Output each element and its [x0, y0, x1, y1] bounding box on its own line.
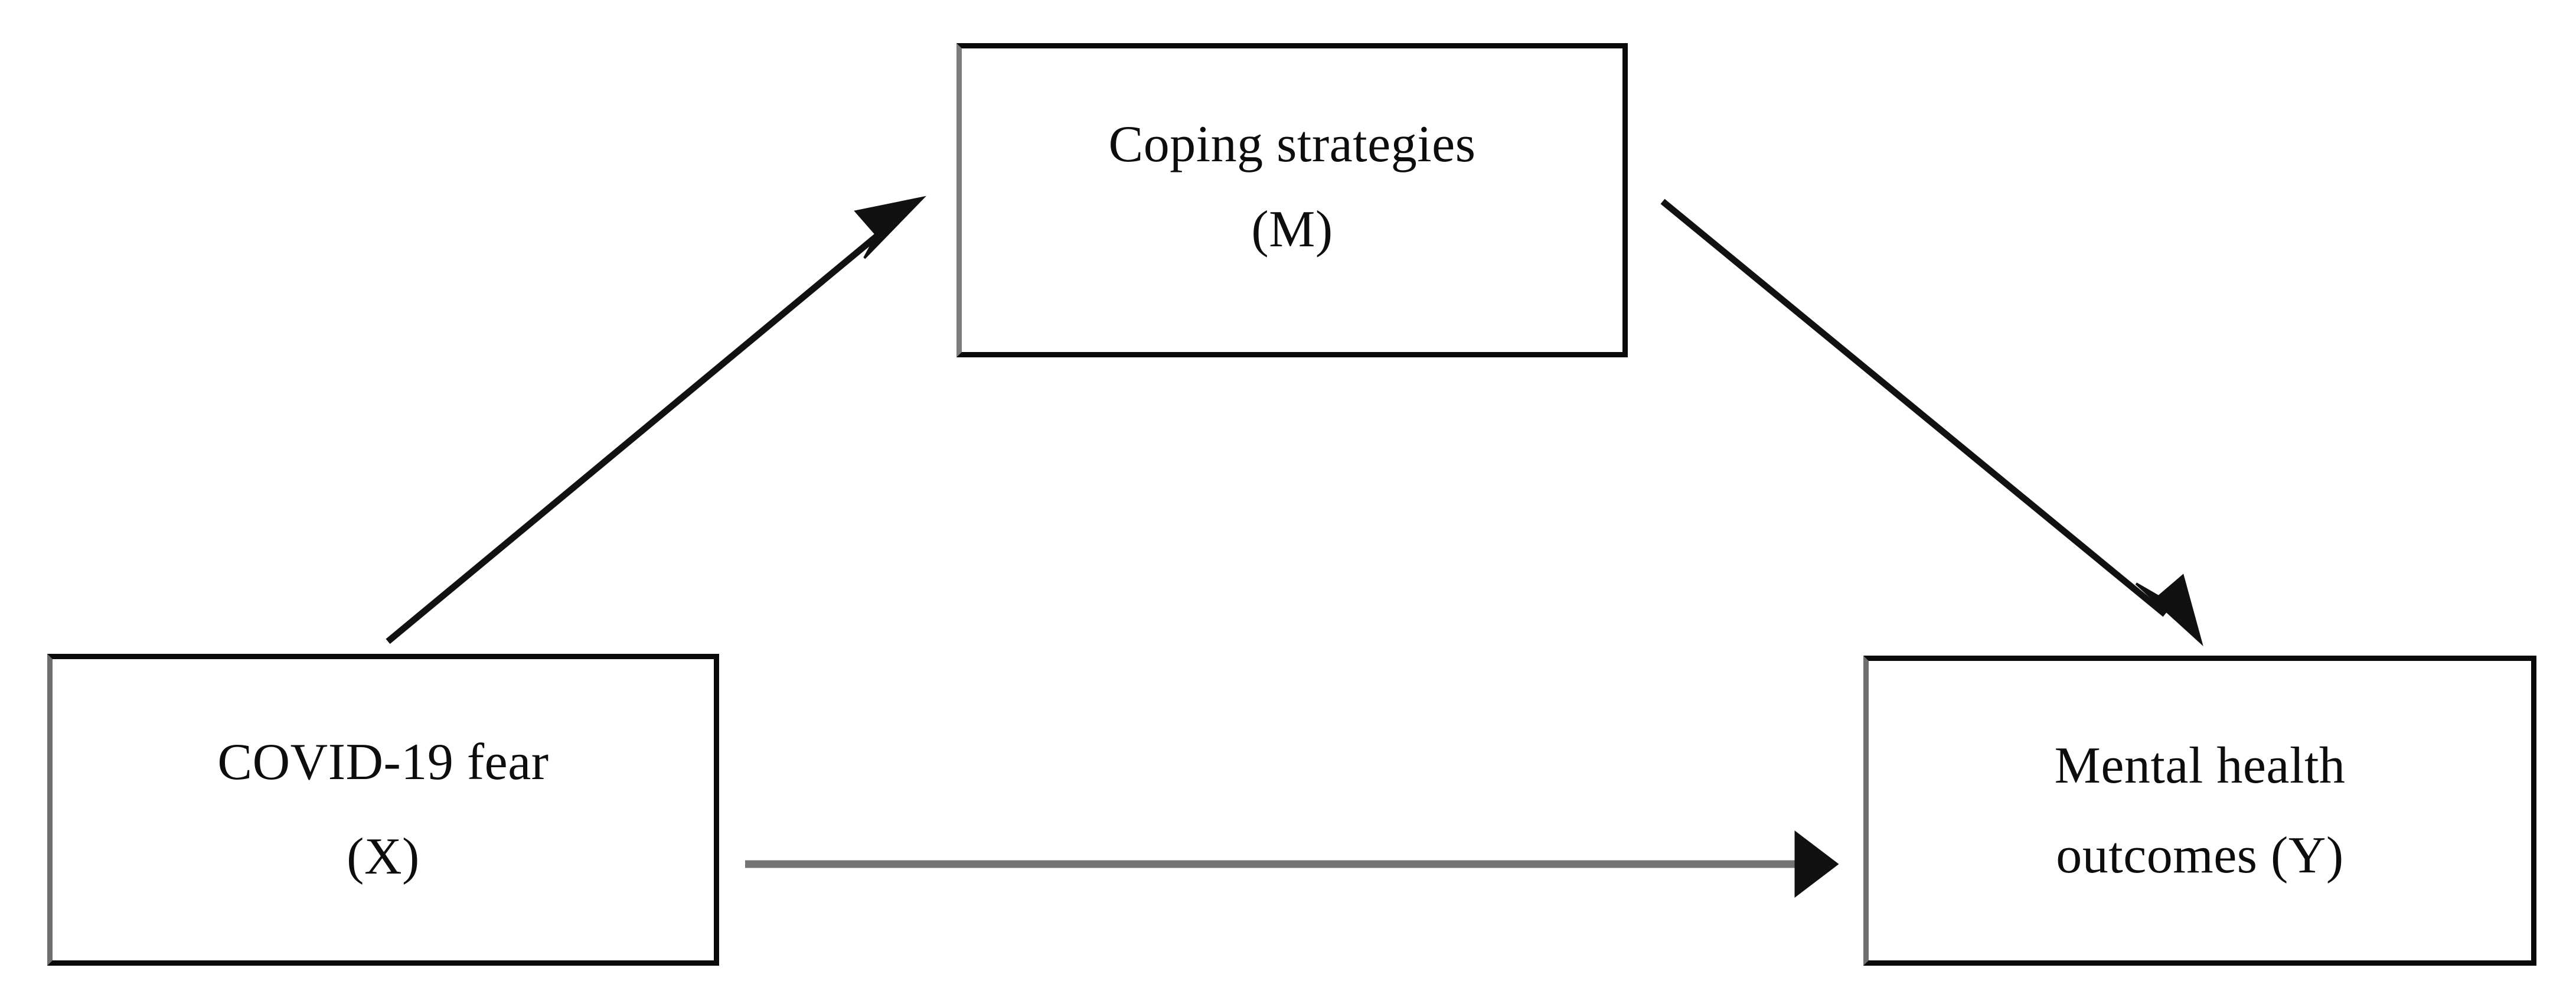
node-mediator-line1: Coping strategies — [1108, 116, 1476, 173]
node-predictor-line1: COVID-19 fear — [217, 734, 549, 791]
node-covid19-fear: COVID-19 fear (X) — [47, 654, 719, 966]
node-mental-health-outcomes: Mental health outcomes (Y) — [1863, 656, 2536, 966]
node-outcome-line2: outcomes (Y) — [2056, 826, 2344, 884]
node-coping-strategies: Coping strategies (M) — [956, 43, 1628, 357]
arrow-path-a — [386, 196, 926, 644]
arrowhead-path-c — [1794, 830, 1839, 898]
node-outcome-line1: Mental health — [2054, 737, 2346, 794]
arrowhead-path-a — [854, 196, 926, 259]
node-mediator-line2: (M) — [1251, 201, 1333, 258]
arrow-path-c-direct — [745, 830, 1839, 898]
arrow-path-b — [1660, 198, 2203, 647]
node-predictor-line2: (X) — [347, 828, 420, 885]
arrowhead-path-b — [2135, 574, 2203, 647]
